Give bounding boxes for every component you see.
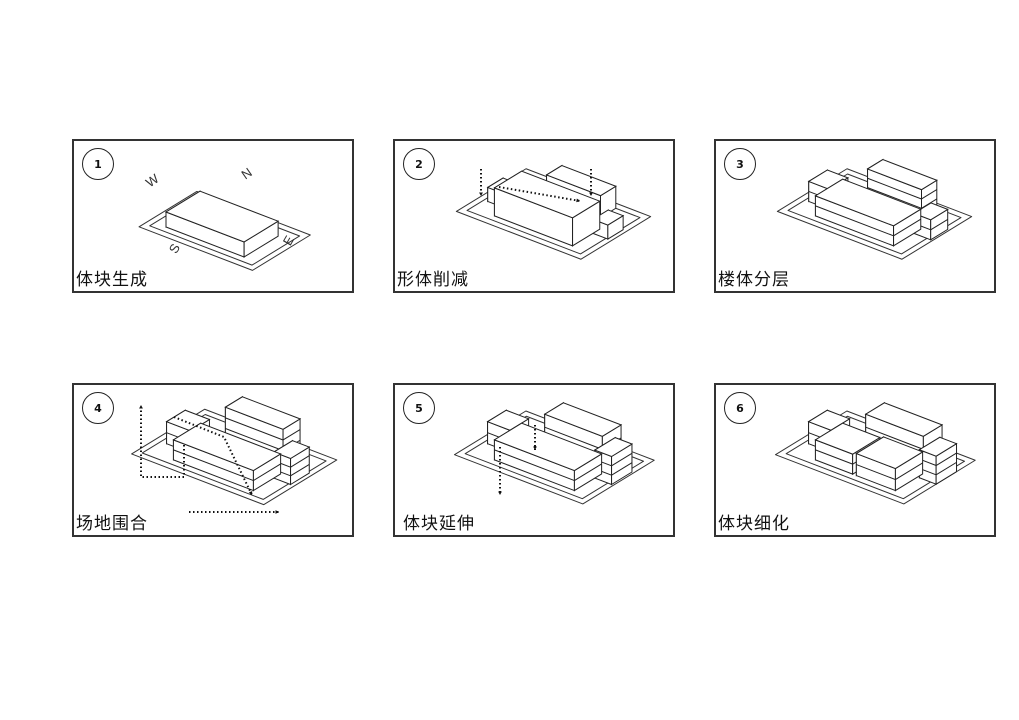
floor-line [856, 464, 896, 481]
floor-line [865, 426, 924, 450]
step-caption: 体块延伸 [403, 514, 475, 534]
arrowhead-icon [576, 198, 580, 203]
step-number-badge: 6 [724, 392, 756, 424]
movement-arrow [140, 405, 185, 478]
building-roof [912, 202, 949, 221]
building-roof [591, 209, 625, 226]
panel-1: 1 W N S E 体块生成 [72, 139, 354, 293]
arrowhead-icon [139, 405, 143, 409]
building-roof [807, 409, 851, 431]
building-roof [807, 169, 850, 190]
building-roof [545, 165, 617, 197]
panel-4: 4 场地围合 [72, 383, 354, 537]
floor-line [544, 426, 603, 450]
floor-line [290, 463, 310, 477]
massing-sketch [131, 395, 338, 514]
floor-line [574, 463, 602, 481]
building-roof [864, 402, 944, 437]
massing-sketch [774, 401, 976, 505]
floor-line [611, 452, 633, 467]
floor-line [935, 461, 957, 476]
panel-5: 5 体块延伸 [393, 383, 675, 537]
building-roof [814, 178, 922, 227]
floor-line [935, 452, 957, 466]
floor-line [173, 449, 254, 482]
panel-6: 6 体块细化 [714, 383, 996, 537]
massing-sketch [455, 164, 652, 260]
panel-3: 3 楼体分层 [714, 139, 996, 293]
arrowhead-icon [275, 510, 279, 514]
floor-line [494, 449, 575, 482]
step-number-badge: 4 [82, 392, 114, 424]
floor-line [815, 205, 894, 237]
panel-2: 2 形体削减 [393, 139, 675, 293]
floor-line [815, 449, 853, 465]
step-caption: 体块细化 [718, 514, 790, 534]
building-roof [164, 190, 280, 243]
building-roof [855, 436, 924, 470]
floor-line [867, 177, 922, 200]
floor-line [282, 429, 301, 441]
arrowhead-icon [533, 446, 537, 450]
floor-line [930, 218, 948, 231]
building-roof [543, 402, 623, 437]
floor-line [893, 218, 922, 237]
floor-line [895, 462, 923, 480]
movement-arrow [173, 416, 253, 496]
arrowhead-icon [479, 192, 483, 196]
building-roof [493, 422, 603, 472]
floor-line [611, 462, 633, 476]
floor-line [253, 463, 281, 481]
arrowhead-icon [248, 491, 253, 495]
massing-sketch [453, 401, 655, 505]
building-roof [272, 440, 311, 460]
building-roof [593, 437, 634, 458]
building-roof [866, 159, 938, 191]
arrowhead-icon [498, 491, 502, 495]
site-boundary [138, 190, 311, 271]
building-roof [918, 436, 958, 457]
step-caption: 场地围合 [76, 514, 148, 534]
movement-arrow [498, 186, 581, 202]
step-caption: 楼体分层 [718, 270, 790, 290]
step-number-badge: 3 [724, 148, 756, 180]
floor-line [867, 187, 922, 209]
step-caption: 形体削减 [397, 270, 469, 290]
floor-line [921, 189, 938, 200]
building-roof [814, 422, 881, 455]
building-roof [172, 422, 282, 472]
arrowhead-icon [589, 192, 593, 196]
building-roof [224, 396, 302, 430]
floor-line [225, 417, 284, 441]
building-roof [486, 409, 530, 431]
step-caption: 体块生成 [76, 270, 148, 290]
step-number-badge: 2 [403, 148, 435, 180]
floor-line [225, 428, 284, 452]
massing-sketch [138, 190, 311, 271]
floor-line [290, 455, 310, 468]
massing-sketch [776, 158, 973, 260]
step-number-badge: 5 [403, 392, 435, 424]
step-number-badge: 1 [82, 148, 114, 180]
